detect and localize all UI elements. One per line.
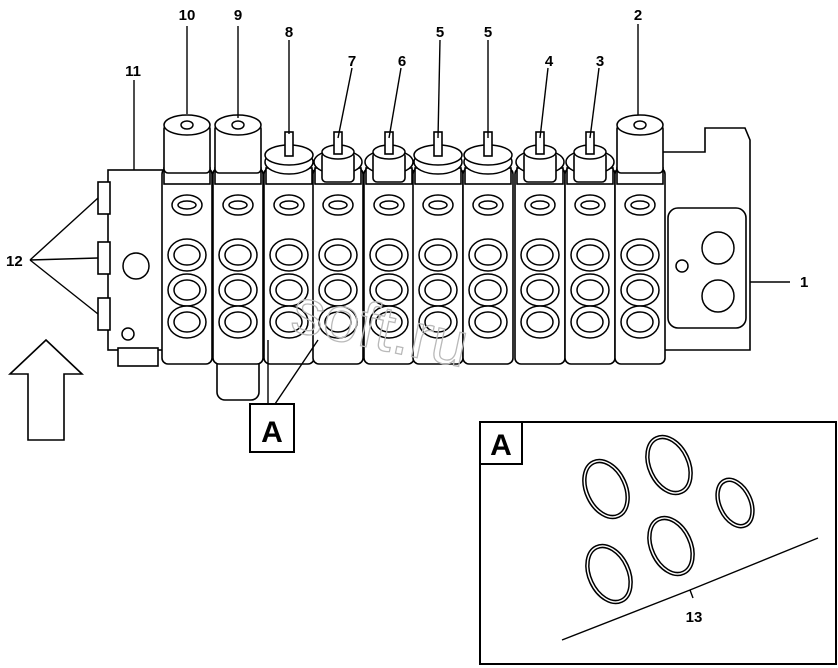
label-10: 10 [179, 7, 196, 24]
valve-section [614, 114, 666, 365]
valve-section [564, 131, 616, 365]
o-ring-inner [648, 437, 690, 493]
label-5: 5 [436, 24, 444, 41]
valve-section [212, 114, 264, 401]
detail-ref-letter: A [261, 416, 283, 449]
valve-sections [161, 114, 666, 401]
valve-section [462, 131, 514, 365]
o-ring-seals [582, 434, 755, 605]
o-ring-inner [650, 518, 692, 574]
label-13: 13 [686, 609, 703, 626]
label-9: 9 [234, 7, 242, 24]
o-ring-inner [585, 461, 627, 517]
up-arrow-icon [7, 338, 85, 441]
label-8: 8 [285, 24, 293, 41]
detail-inset: A [479, 421, 837, 665]
valve-section [312, 131, 364, 365]
label-4: 4 [545, 53, 554, 70]
leader-lines [29, 24, 790, 405]
seal-bracket-tick [689, 589, 694, 599]
label-5: 5 [484, 24, 492, 41]
label-1: 1 [800, 274, 808, 291]
end-plate [661, 127, 751, 351]
label-6: 6 [398, 53, 406, 70]
mounting-block [97, 169, 164, 367]
valve-section [412, 131, 464, 365]
detail-ref-box [249, 403, 295, 453]
inset-ref-letter: A [490, 429, 512, 462]
label-7: 7 [348, 53, 356, 70]
o-ring-inner [718, 480, 752, 526]
o-ring-inner [588, 546, 630, 602]
valve-section [363, 131, 415, 365]
valve-section [161, 114, 213, 365]
valve-section [263, 131, 315, 365]
label-3: 3 [596, 53, 604, 70]
label-12: 12 [6, 253, 23, 270]
label-11: 11 [125, 63, 141, 80]
valve-section [514, 131, 566, 365]
label-2: 2 [634, 7, 642, 24]
part-numbers: 1 2 3 4 5 5 6 7 8 9 10 11 12 13 [6, 7, 808, 626]
